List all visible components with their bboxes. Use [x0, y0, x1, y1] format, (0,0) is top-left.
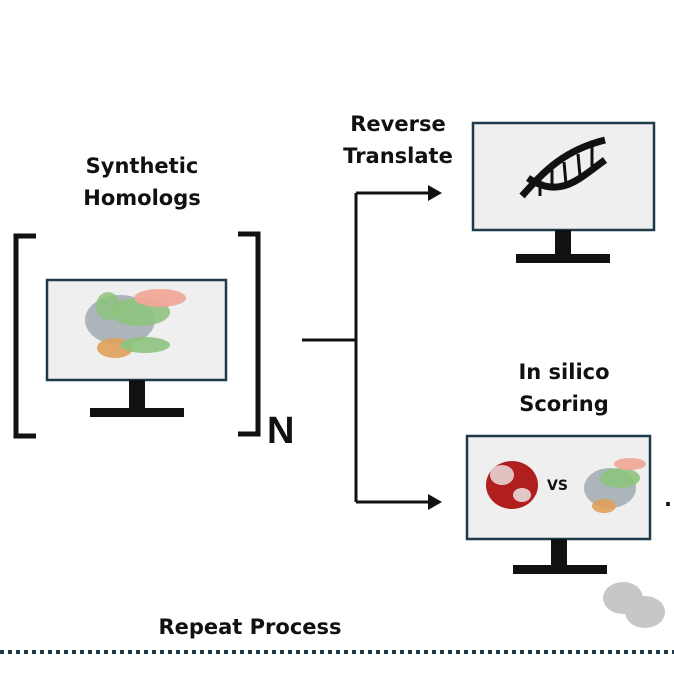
multiplier-n-label: N: [267, 410, 295, 452]
reverse-translate-label: Reverse Translate: [343, 112, 453, 168]
left-bracket: [13, 233, 36, 439]
arrow-top-head: [428, 185, 442, 201]
monitor-scoring: [465, 434, 652, 574]
repeat-process-label: Repeat Process: [158, 615, 342, 639]
synthetic-homologs-label: Synthetic Homologs: [83, 154, 201, 210]
red-protein-structure-icon: [486, 461, 538, 509]
chat-bubbles-watermark-icon: [603, 582, 665, 628]
monitor-reverse-translate: [471, 121, 656, 263]
protein-ribbon-icon: [85, 289, 186, 358]
vs-label: VS: [547, 478, 568, 494]
protein-ribbon-small-icon: [584, 458, 646, 513]
dna-helix-icon: [519, 136, 608, 199]
arrow-bottom-head: [428, 494, 442, 510]
in-silico-scoring-label: In silico Scoring: [518, 360, 610, 416]
trailing-period: .: [664, 487, 672, 511]
right-bracket: [238, 231, 261, 437]
